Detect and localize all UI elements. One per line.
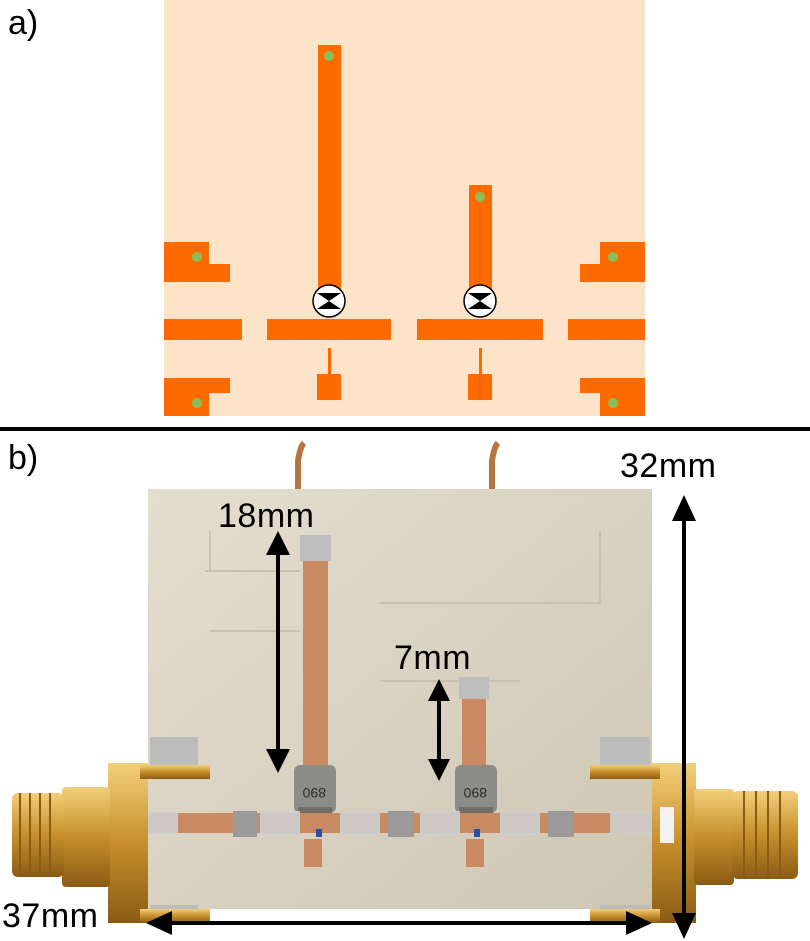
- ground-solder-top-right: [600, 737, 650, 767]
- dimension-arrows: [146, 495, 696, 939]
- ground-pad-bottom-right: [580, 378, 645, 416]
- bias-line-left: [328, 348, 331, 374]
- via-long-stub: [324, 51, 334, 61]
- lead-wire-left: [295, 440, 307, 491]
- ground-pad-top-right: [580, 242, 645, 282]
- bias-component-right: [474, 829, 480, 837]
- lead-wire-right: [489, 440, 501, 491]
- diode-package-left: 890: [294, 765, 336, 819]
- diode-marking-left: 890: [302, 785, 326, 801]
- dimension-label-height: 32mm: [620, 447, 717, 485]
- line-segment-input: [164, 319, 242, 340]
- line-segment-left: [267, 319, 391, 340]
- long-stub-trace: [318, 45, 341, 295]
- bias-pad-photo-left: [304, 839, 322, 867]
- sma-connector-right: [590, 763, 798, 923]
- via-top-left: [192, 252, 202, 262]
- diode-symbol-left: [312, 284, 346, 318]
- short-stub-trace: [469, 185, 492, 295]
- short-stub-solder: [459, 677, 489, 699]
- via-short-stub: [475, 192, 485, 202]
- substrate: [164, 0, 645, 416]
- bias-line-right: [479, 348, 482, 374]
- smd-components: [233, 811, 574, 837]
- long-stub-solder: [300, 535, 331, 561]
- panel-a-label: a): [8, 4, 39, 42]
- ground-pad-bottom-left: [164, 378, 230, 416]
- line-segment-right: [417, 319, 543, 340]
- dimension-label-short-stub: 7mm: [394, 639, 472, 677]
- layout-drawing: [164, 0, 645, 416]
- via-bottom-right: [608, 398, 618, 408]
- ground-solder-top-left: [150, 737, 198, 767]
- board-photo: 890 890: [12, 440, 798, 939]
- pcb-board: [148, 489, 652, 909]
- panel-b-photo: 890 890: [0, 431, 810, 941]
- bias-pad-left: [317, 374, 341, 400]
- diode-symbol-right: [463, 284, 497, 318]
- diode-marking-right: 890: [463, 785, 487, 801]
- bias-pad-right: [468, 374, 492, 400]
- panel-a-layout: a): [0, 0, 810, 428]
- line-segment-output: [568, 319, 645, 340]
- etched-outline: [205, 531, 601, 682]
- long-stub-copper: [303, 535, 328, 765]
- via-top-right: [608, 252, 618, 262]
- dimension-label-long-stub: 18mm: [218, 497, 315, 535]
- solder-joints: [148, 811, 652, 835]
- panel-b-label: b): [8, 439, 39, 477]
- bias-component-left: [316, 829, 322, 837]
- bias-pad-photo-right: [466, 839, 484, 867]
- panel-divider: [0, 427, 810, 431]
- dimension-label-width: 37mm: [2, 897, 99, 935]
- via-bottom-left: [192, 398, 202, 408]
- diode-package-right: 890: [455, 765, 497, 819]
